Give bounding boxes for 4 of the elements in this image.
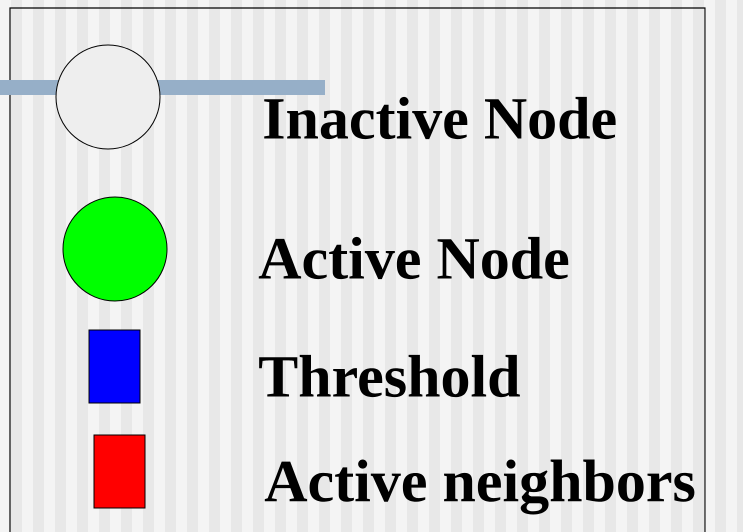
legend-label: Inactive Node bbox=[264, 96, 616, 140]
legend-label: Threshold bbox=[259, 354, 520, 398]
legend-label: Active neighbors bbox=[264, 460, 694, 514]
legend-label: Active Node bbox=[258, 236, 568, 280]
